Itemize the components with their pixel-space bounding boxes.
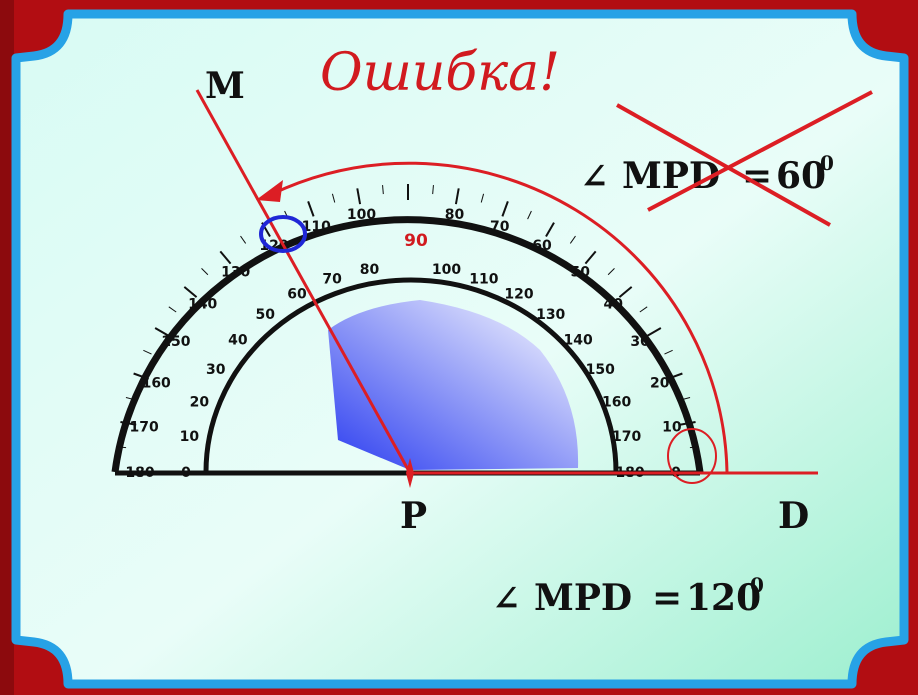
scale-tick — [545, 222, 555, 237]
angle-sign: ∠ — [580, 157, 609, 197]
scale-tick — [201, 267, 209, 276]
scale-tick — [607, 267, 615, 276]
scale-tick — [120, 421, 137, 426]
rotation-arrow — [271, 161, 729, 473]
angle-sign: ∠ — [492, 579, 521, 619]
cross-line-2 — [647, 90, 873, 212]
scale-label-130: 130 — [536, 307, 565, 323]
center-label-90: 90 — [404, 231, 428, 251]
equals-sign: = — [652, 577, 682, 619]
zero-mark-highlight — [667, 428, 717, 484]
scale-label-150: 150 — [586, 362, 615, 378]
scale-label-30: 30 — [630, 334, 650, 350]
scale-tick — [584, 250, 597, 265]
scale-label-50: 50 — [571, 264, 591, 280]
scale-tick — [667, 372, 683, 380]
point-p-label: P — [400, 495, 427, 537]
scale-label-110: 110 — [302, 219, 331, 235]
scale-label-20: 20 — [650, 375, 670, 391]
protractor-ticks — [116, 184, 700, 473]
scale-label-60: 60 — [532, 238, 552, 254]
scale-label-70: 70 — [322, 271, 342, 287]
scale-tick — [307, 201, 315, 217]
scale-tick — [356, 188, 362, 205]
scale-label-100: 100 — [432, 262, 461, 278]
scale-tick — [125, 396, 135, 401]
scale-label-150: 150 — [161, 334, 190, 350]
scale-label-170: 170 — [612, 429, 641, 445]
scale-tick — [569, 235, 576, 244]
scale-tick — [679, 421, 696, 426]
scale-tick — [501, 201, 509, 217]
scale-label-160: 160 — [602, 395, 631, 411]
rotation-arrow-head — [256, 180, 283, 202]
scale-tick — [618, 286, 633, 298]
scale-tick — [168, 306, 177, 313]
red-frame-edge — [0, 0, 14, 695]
scale-tick — [646, 327, 662, 337]
scale-tick — [143, 349, 152, 355]
wrong-answer: ∠ MPD = 60 0 — [580, 90, 873, 227]
ray-pm — [195, 89, 412, 474]
scale-label-140: 140 — [188, 297, 217, 313]
scale-label-130: 130 — [221, 264, 250, 280]
correct-answer: ∠ MPD = 120 0 — [492, 573, 764, 619]
protractor-fill — [328, 300, 579, 470]
scale-tick — [527, 210, 532, 220]
scale-tick — [219, 250, 232, 265]
scale-tick — [382, 185, 384, 195]
protractor-inner-arc — [203, 277, 619, 473]
reading-120-highlight — [259, 215, 307, 253]
degree-mark: 0 — [820, 151, 834, 175]
scale-label-70: 70 — [490, 219, 510, 235]
scale-tick — [331, 193, 336, 203]
point-d-label: D — [778, 495, 809, 537]
scale-label-140: 140 — [563, 333, 592, 349]
scale-label-10: 10 — [662, 420, 682, 436]
scale-tick — [639, 306, 648, 313]
scale-label-40: 40 — [604, 297, 624, 313]
scale-tick — [133, 372, 149, 380]
scale-tick — [183, 286, 198, 298]
scale-tick — [664, 349, 673, 355]
angle-name: MPD — [622, 155, 720, 197]
scale-label-100: 100 — [347, 207, 376, 223]
scale-tick — [681, 396, 691, 401]
degree-mark: 0 — [750, 573, 764, 597]
point-m-label: M — [205, 65, 245, 107]
scale-label-80: 80 — [445, 207, 465, 223]
scale-label-10: 10 — [180, 429, 200, 445]
scale-tick — [154, 327, 170, 337]
angle-name: MPD — [534, 577, 632, 619]
scale-label-0: 0 — [181, 465, 191, 481]
scale-label-170: 170 — [129, 420, 158, 436]
scale-label-60: 60 — [287, 287, 307, 303]
scale-label-160: 160 — [142, 375, 171, 391]
scale-tick — [117, 446, 127, 449]
angle-value: 120 — [686, 577, 761, 619]
scale-tick — [454, 188, 460, 205]
scale-label-110: 110 — [469, 271, 498, 287]
scale-tick — [432, 185, 434, 195]
scale-label-80: 80 — [360, 262, 380, 278]
scale-label-20: 20 — [190, 395, 210, 411]
scale-tick — [480, 193, 485, 203]
protractor-outer-arc — [111, 216, 704, 473]
scale-label-120: 120 — [504, 287, 533, 303]
vertex-marker — [406, 458, 414, 488]
scale-tick — [240, 235, 247, 244]
scale-label-180: 180 — [125, 465, 154, 481]
scale-label-30: 30 — [206, 362, 226, 378]
scale-label-50: 50 — [256, 307, 276, 323]
scale-tick — [689, 446, 699, 449]
error-title: Ошибка! — [320, 43, 560, 103]
angle-value: 60 — [776, 155, 826, 197]
cross-line-1 — [616, 103, 831, 227]
scale-label-40: 40 — [228, 333, 248, 349]
